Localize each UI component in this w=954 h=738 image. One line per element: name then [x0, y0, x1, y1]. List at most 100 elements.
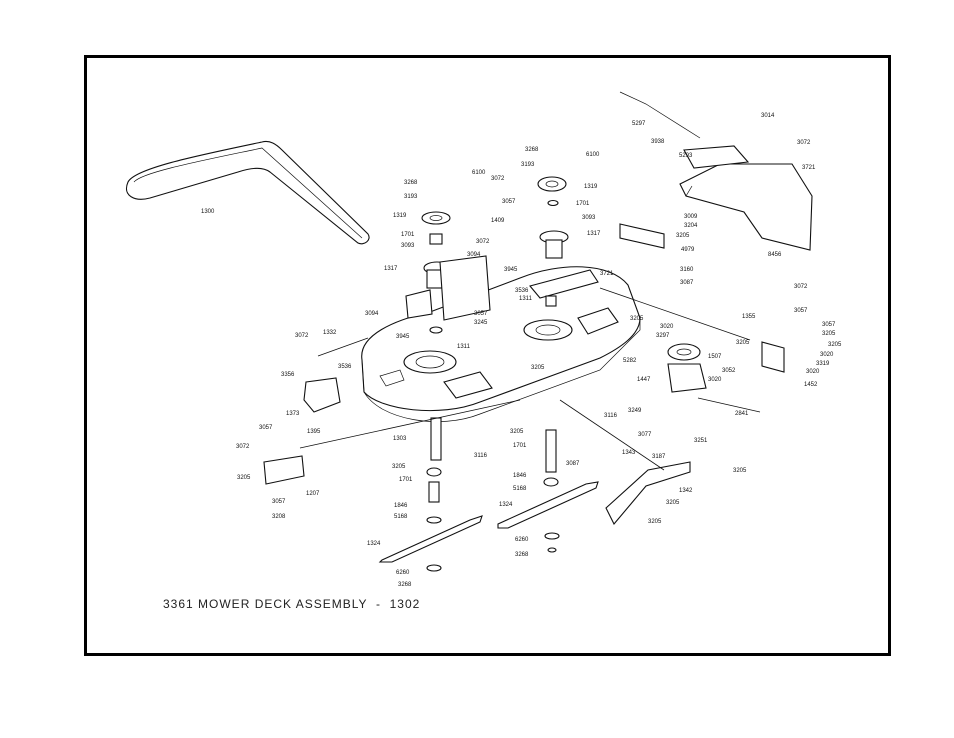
- part-label-3721: 3721: [600, 271, 614, 277]
- deck-brackets: [263, 223, 785, 525]
- part-label-3268: 3268: [525, 147, 539, 153]
- part-label-3205: 3205: [828, 342, 842, 348]
- part-label-3204: 3204: [684, 223, 698, 229]
- part-label-3319: 3319: [816, 361, 830, 367]
- diagram-caption: 3361 MOWER DECK ASSEMBLY - 1302: [163, 597, 421, 611]
- part-label-3057: 3057: [794, 308, 808, 314]
- part-label-1303: 1303: [393, 436, 407, 442]
- part-label-1701: 1701: [576, 201, 590, 207]
- part-label-3245: 3245: [474, 320, 488, 326]
- part-label-3072: 3072: [491, 176, 505, 182]
- part-label-3205: 3205: [733, 468, 747, 474]
- part-label-3205: 3205: [392, 464, 406, 470]
- part-label-3009: 3009: [684, 214, 698, 220]
- part-label-3945: 3945: [504, 267, 518, 273]
- part-label-1395: 1395: [307, 429, 321, 435]
- part-label-1342: 1342: [679, 488, 693, 494]
- part-label-1701: 1701: [399, 477, 413, 483]
- part-label-3116: 3116: [474, 453, 488, 459]
- part-label-3087: 3087: [566, 461, 580, 467]
- part-label-3205: 3205: [237, 475, 251, 481]
- part-label-3057: 3057: [474, 311, 488, 317]
- part-label-3020: 3020: [708, 377, 722, 383]
- part-label-1409: 1409: [491, 218, 505, 224]
- part-label-5297: 5297: [632, 121, 646, 127]
- part-label-3268: 3268: [515, 552, 529, 558]
- part-label-5282: 5282: [623, 358, 637, 364]
- part-label-3536: 3536: [515, 288, 529, 294]
- part-label-3077: 3077: [638, 432, 652, 438]
- part-label-3205: 3205: [510, 429, 524, 435]
- part-label-1701: 1701: [401, 232, 415, 238]
- idler-pulley-assembly: [667, 343, 761, 413]
- part-label-1311: 1311: [519, 296, 533, 302]
- part-label-3052: 3052: [722, 368, 736, 374]
- part-label-3020: 3020: [806, 369, 820, 375]
- part-label-3072: 3072: [236, 444, 250, 450]
- part-label-3057: 3057: [272, 499, 286, 505]
- part-label-1452: 1452: [804, 382, 818, 388]
- part-label-3945: 3945: [396, 334, 410, 340]
- part-label-3205: 3205: [822, 331, 836, 337]
- part-label-3356: 3356: [281, 372, 295, 378]
- part-label-3721: 3721: [802, 165, 816, 171]
- part-label-3057: 3057: [502, 199, 516, 205]
- part-label-6260: 6260: [396, 570, 410, 576]
- part-label-1317: 1317: [384, 266, 398, 272]
- part-label-1846: 1846: [394, 503, 408, 509]
- part-label-1317: 1317: [587, 231, 601, 237]
- part-label-3251: 3251: [694, 438, 708, 444]
- part-label-6260: 6260: [515, 537, 529, 543]
- part-label-1207: 1207: [306, 491, 320, 497]
- part-label-3072: 3072: [295, 333, 309, 339]
- part-label-5168: 5168: [513, 486, 527, 492]
- part-label-1507: 1507: [708, 354, 722, 360]
- part-label-3297: 3297: [656, 333, 670, 339]
- part-label-3020: 3020: [820, 352, 834, 358]
- part-label-3193: 3193: [521, 162, 535, 168]
- part-label-3072: 3072: [794, 284, 808, 290]
- part-label-3087: 3087: [680, 280, 694, 286]
- part-label-3057: 3057: [259, 425, 273, 431]
- part-label-1846: 1846: [513, 473, 527, 479]
- part-label-3072: 3072: [797, 140, 811, 146]
- part-label-3094: 3094: [365, 311, 379, 317]
- part-label-3116: 3116: [604, 413, 618, 419]
- part-label-3093: 3093: [401, 243, 415, 249]
- part-label-4979: 4979: [681, 247, 695, 253]
- part-label-3205: 3205: [531, 365, 545, 371]
- mower-deck-shell: [361, 266, 641, 422]
- part-label-3268: 3268: [398, 582, 412, 588]
- part-label-3536: 3536: [338, 364, 352, 370]
- part-label-3160: 3160: [680, 267, 694, 273]
- part-label-2841: 2841: [735, 411, 749, 417]
- part-label-3057: 3057: [822, 322, 836, 328]
- part-label-3014: 3014: [761, 113, 775, 119]
- center-spindle-assembly: [537, 176, 569, 553]
- part-label-3205: 3205: [666, 500, 680, 506]
- part-label-1701: 1701: [513, 443, 527, 449]
- part-label-3193: 3193: [404, 194, 418, 200]
- part-label-1324: 1324: [367, 541, 381, 547]
- part-label-8456: 8456: [768, 252, 782, 258]
- belt-shield: [619, 91, 813, 251]
- part-label-3205: 3205: [736, 340, 750, 346]
- part-label-1319: 1319: [584, 184, 598, 190]
- part-label-3268: 3268: [404, 180, 418, 186]
- part-label-6100: 6100: [586, 152, 600, 158]
- part-label-5293: 5293: [679, 153, 693, 159]
- part-label-6100: 6100: [472, 170, 486, 176]
- part-label-3094: 3094: [467, 252, 481, 258]
- part-label-3208: 3208: [272, 514, 286, 520]
- cutting-blades: [378, 481, 599, 563]
- part-label-1332: 1332: [323, 330, 337, 336]
- part-label-1311: 1311: [457, 344, 471, 350]
- part-label-1300: 1300: [201, 209, 215, 215]
- drive-belt: [126, 140, 370, 245]
- part-label-1319: 1319: [393, 213, 407, 219]
- diagram-frame: [84, 55, 891, 656]
- part-label-3020: 3020: [660, 324, 674, 330]
- part-label-3187: 3187: [652, 454, 666, 460]
- part-label-3205: 3205: [630, 316, 644, 322]
